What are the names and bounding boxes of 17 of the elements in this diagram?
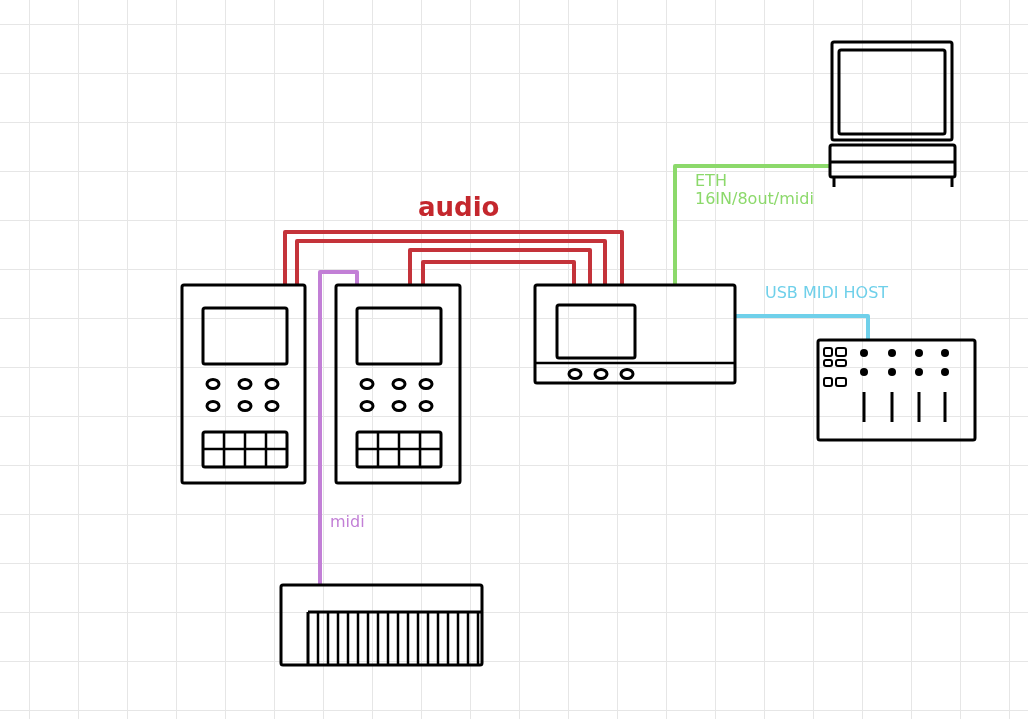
midi-controller-drawing [818, 340, 975, 440]
cable-line [421, 260, 576, 285]
cable-line [318, 270, 359, 585]
cable-line [295, 239, 607, 285]
computer-monitor-drawing [830, 42, 955, 188]
edge-label: midi [330, 513, 365, 531]
edge-label: USB MIDI HOST [765, 284, 889, 302]
groovebox-drawing [182, 285, 305, 483]
edge-label: ETH 16IN/8out/midi [695, 172, 815, 208]
cable-line [673, 164, 830, 285]
cable-line [283, 230, 624, 285]
edge-label: audio [418, 192, 500, 222]
keyboard-drawing [281, 585, 482, 665]
cable-line [735, 314, 870, 340]
cable-line [408, 248, 592, 285]
groovebox-drawing [336, 285, 460, 483]
audio-interface-drawing [535, 285, 735, 383]
